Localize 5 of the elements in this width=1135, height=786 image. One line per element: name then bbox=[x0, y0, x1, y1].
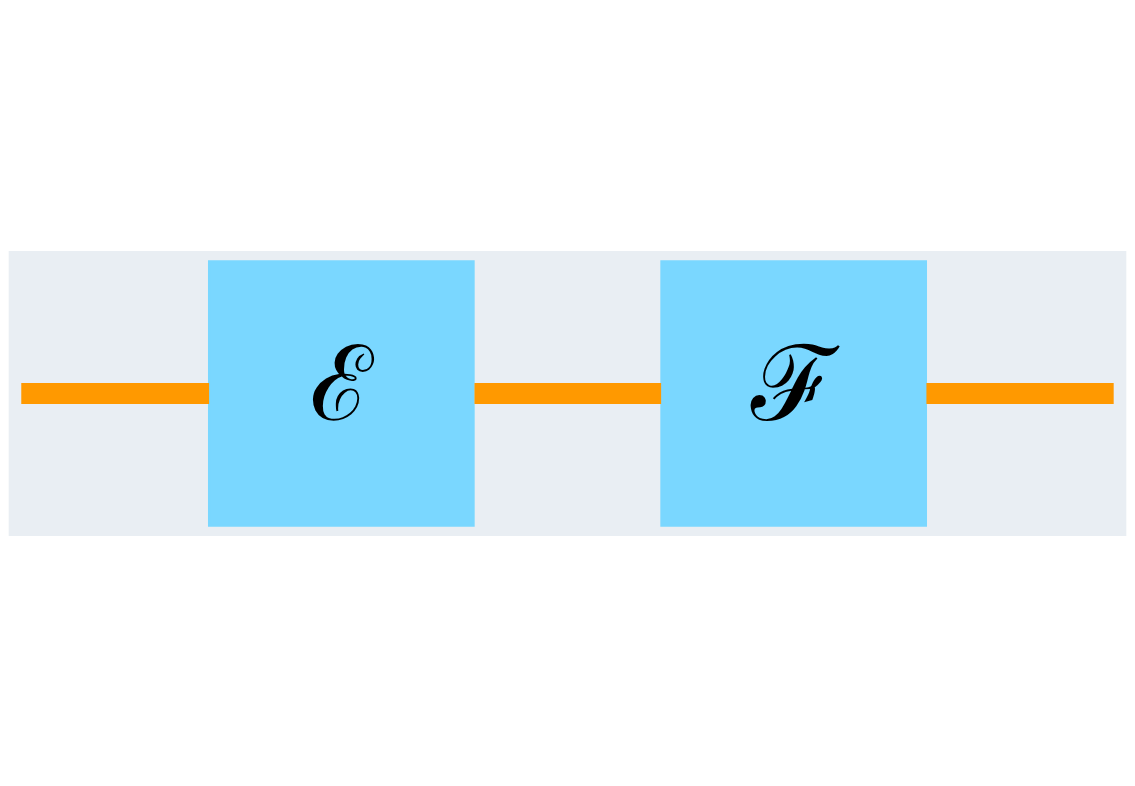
connector bbox=[474, 382, 662, 404]
node-box: ℰ bbox=[208, 259, 475, 527]
connector bbox=[21, 382, 210, 404]
connector bbox=[926, 382, 1114, 404]
node-box: ℱ bbox=[660, 259, 927, 527]
